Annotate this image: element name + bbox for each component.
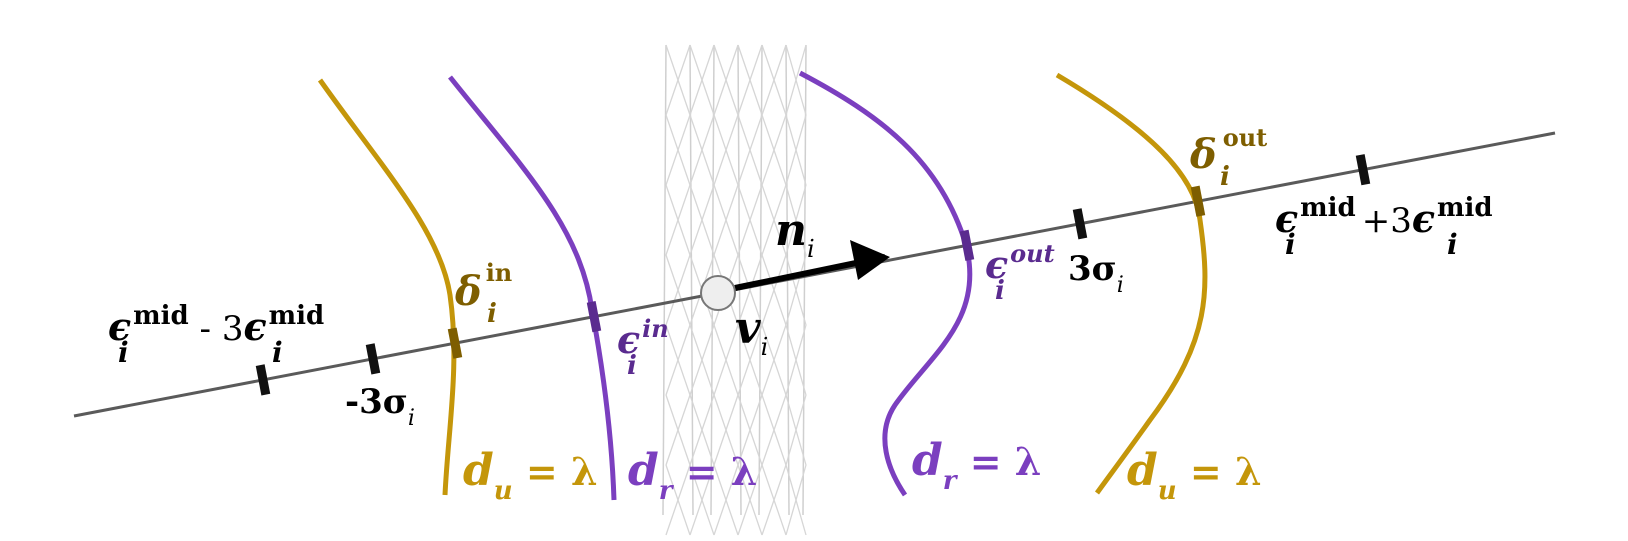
label-eps-mid-minus: ϵmid - 3ϵmid [108, 301, 324, 349]
label-eps-mid-minus-sub2: i [272, 336, 283, 369]
mesh-line [761, 464, 787, 536]
mesh-line [665, 114, 691, 186]
mesh-line [689, 394, 715, 466]
tick-eps-out [959, 229, 975, 261]
mesh-line [761, 324, 787, 396]
dr-right-curve [798, 70, 973, 497]
mesh-line [665, 184, 691, 256]
tick-eps-mid-minus [255, 364, 271, 396]
mesh-line [689, 184, 715, 256]
mesh-line [689, 324, 715, 396]
tick-minus-three-sigma [365, 343, 381, 375]
label-eps-mid-plus-sub1: i [1285, 228, 1296, 261]
label-eps-mid-plus: ϵmid+3ϵmid [1275, 193, 1493, 241]
mesh-line [665, 464, 691, 536]
tick-delta-out [1190, 185, 1206, 217]
mesh-line [761, 114, 787, 186]
du-left-curve [317, 78, 457, 496]
label-eps-mid-plus-sub2: i [1447, 228, 1458, 261]
label-eps-in-sub: i [627, 351, 637, 381]
mesh-line [802, 44, 807, 516]
tick-delta-in [447, 327, 463, 359]
mesh-line [785, 44, 807, 116]
mesh-line [665, 394, 691, 466]
mesh-line [761, 394, 787, 466]
label-dr-right: dr = λ [912, 435, 1041, 496]
mesh-line [761, 44, 787, 116]
tick-eps-in [586, 301, 602, 333]
mesh-line [713, 324, 739, 396]
mesh-line [713, 44, 739, 116]
mesh-line [689, 114, 715, 186]
label-delta-in-sub: i [487, 299, 497, 329]
du-right-curve [1055, 72, 1208, 495]
mesh-line [737, 114, 763, 186]
mesh-line [737, 324, 763, 396]
mesh-line [737, 44, 742, 516]
mesh-line [689, 464, 715, 536]
label-n-i: ni [775, 205, 815, 263]
mesh-line [785, 464, 807, 536]
tick-three-sigma [1072, 208, 1088, 240]
tick-marks [255, 154, 1371, 396]
mesh-line [713, 464, 739, 536]
label-du-right: du = λ [1127, 445, 1262, 506]
vertex-point [700, 275, 736, 311]
mesh-line [665, 254, 691, 326]
mesh-line [737, 254, 763, 326]
label-eps-out: ϵout [985, 239, 1055, 287]
mesh-line [785, 254, 807, 326]
label-v-i: vi [735, 303, 768, 361]
mesh-line [665, 324, 691, 396]
mesh-line [785, 114, 807, 186]
label-eps-out-sub: i [995, 276, 1005, 306]
label-du-left: du = λ [463, 445, 598, 506]
mesh-line [737, 464, 763, 536]
label-minus-three-sigma: -3σi [345, 382, 415, 431]
mesh-line [665, 44, 691, 116]
mesh-line [785, 184, 807, 256]
mesh-line [689, 44, 715, 116]
normal-arrow-head [850, 240, 890, 280]
tick-eps-mid-plus [1355, 154, 1371, 186]
mesh-line [785, 394, 807, 466]
mesh-line [737, 184, 763, 256]
label-eps-in: ϵin [617, 314, 669, 362]
label-three-sigma: 3σi [1068, 249, 1124, 298]
mesh-line [737, 44, 763, 116]
mesh-line [761, 184, 787, 256]
mesh-line [713, 394, 739, 466]
label-eps-mid-minus-sub1: i [118, 336, 129, 369]
mesh-line [689, 44, 694, 516]
label-delta-out-sub: i [1220, 162, 1230, 192]
mesh-line [761, 254, 787, 326]
mesh-line [713, 184, 739, 256]
mesh-line [662, 44, 667, 516]
mesh-line [737, 394, 763, 466]
label-dr-left: dr = λ [628, 445, 757, 506]
mesh-line [713, 114, 739, 186]
mesh-line [785, 324, 807, 396]
